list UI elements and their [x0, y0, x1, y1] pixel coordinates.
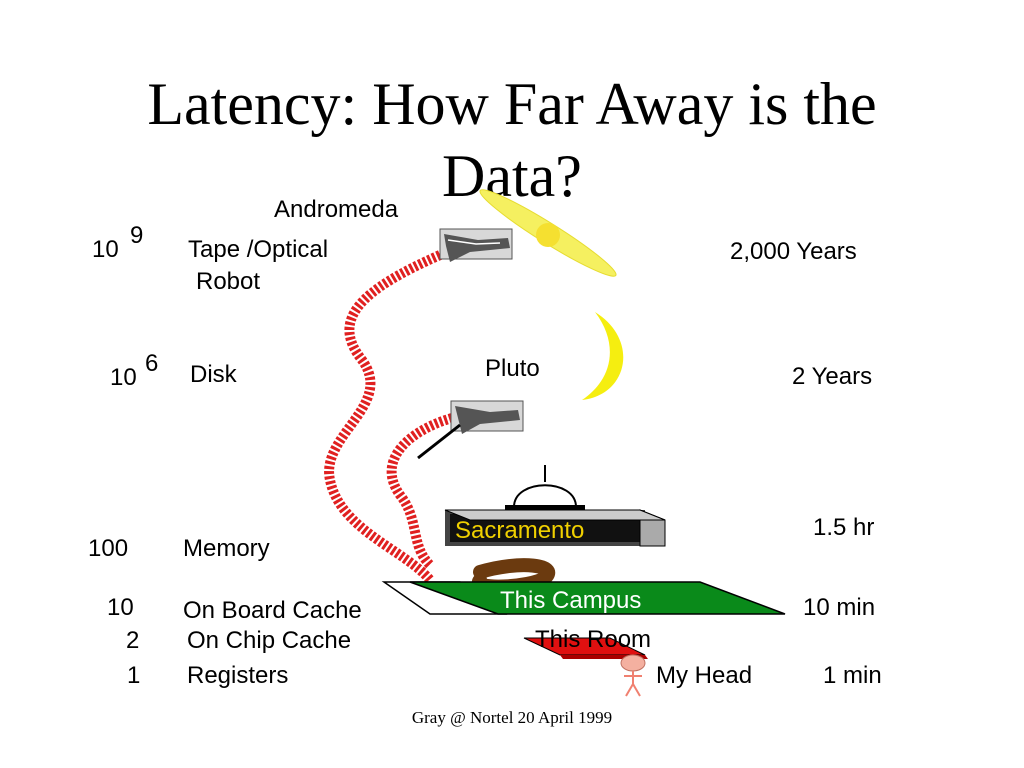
- tape-distance-base: 10: [92, 236, 119, 263]
- memory-level-name: Memory: [183, 535, 270, 562]
- path-to-tape: [324, 250, 443, 584]
- onchip-cache-place-label: This Room: [535, 626, 652, 653]
- title-line-1: Latency: How Far Away is the: [147, 71, 877, 137]
- tape-time-label: 2,000 Years: [730, 238, 857, 265]
- disk-distance-exponent: 6: [145, 350, 159, 377]
- disk-place-label: Pluto: [485, 355, 540, 382]
- memory-place-label: Sacramento: [455, 517, 585, 544]
- tape-place-label: Andromeda: [274, 196, 399, 223]
- page-title: Latency: How Far Away is the Data?: [0, 68, 1024, 212]
- tape-robot-icon: [439, 228, 513, 262]
- disk-time-label: 2 Years: [792, 363, 873, 390]
- memory-distance: 100: [88, 535, 129, 562]
- registers-time-label: 1 min: [823, 662, 882, 689]
- onchip-cache-level-name: On Chip Cache: [187, 627, 352, 654]
- galaxy-icon: [479, 189, 617, 277]
- onchip-cache-distance: 2: [126, 627, 140, 654]
- memory-time-label: 1.5 hr: [813, 514, 875, 541]
- onboard-cache-time-label: 10 min: [803, 594, 876, 621]
- capitol-building-icon: [444, 465, 666, 547]
- disk-distance-base: 10: [110, 364, 137, 391]
- onboard-cache-level-name: On Board Cache: [183, 597, 362, 624]
- campus-plane-icon: [381, 581, 786, 615]
- disk-drive-icon: [417, 400, 524, 460]
- tape-level-name-line2: Robot: [196, 268, 261, 295]
- registers-level-name: Registers: [187, 662, 289, 689]
- tape-distance-exponent: 9: [130, 222, 144, 249]
- moon-icon: [582, 312, 624, 400]
- footer-credit: Gray @ Nortel 20 April 1999: [411, 708, 613, 727]
- onboard-cache-distance: 10: [107, 594, 134, 621]
- onboard-cache-place-label: This Campus: [500, 587, 642, 614]
- tape-level-name: Tape /Optical: [188, 236, 329, 263]
- title-line-2: Data?: [442, 143, 582, 209]
- path-to-disk: [386, 413, 454, 569]
- stick-figure-icon: [620, 654, 646, 697]
- registers-place-label: My Head: [656, 662, 753, 689]
- registers-distance: 1: [127, 662, 141, 689]
- disk-level-name: Disk: [190, 361, 237, 388]
